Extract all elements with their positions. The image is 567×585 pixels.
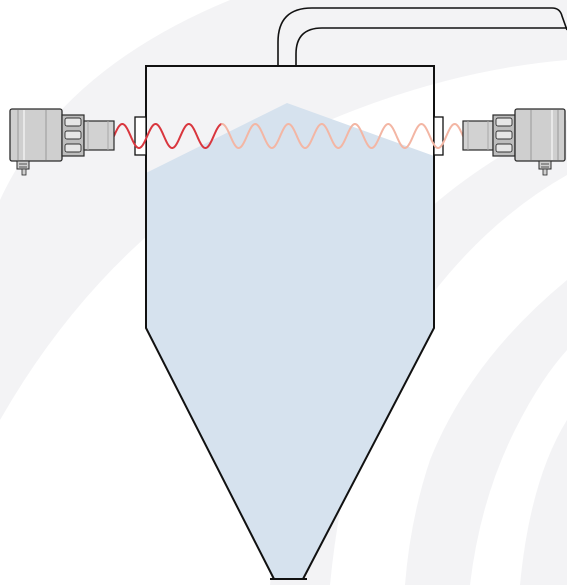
microwave-receiver-sensor-right bbox=[462, 108, 566, 176]
background-swoosh-3 bbox=[405, 280, 567, 585]
microwave-beam bbox=[113, 122, 464, 150]
microwave-wave-emitted bbox=[113, 122, 224, 150]
left-sensor-thread bbox=[83, 120, 115, 151]
right-wall-window bbox=[433, 116, 444, 156]
inlet-pipe-outer-wall bbox=[277, 7, 567, 66]
inlet-pipe-inner-wall bbox=[295, 27, 567, 66]
microwave-transmitter-sensor-left bbox=[9, 108, 115, 176]
microwave-wave-transmitted bbox=[221, 122, 464, 150]
background-swoosh-4 bbox=[520, 420, 567, 585]
bulk-material-fill bbox=[146, 103, 434, 579]
left-wall-window bbox=[134, 116, 147, 156]
inlet-pipe bbox=[277, 7, 567, 66]
